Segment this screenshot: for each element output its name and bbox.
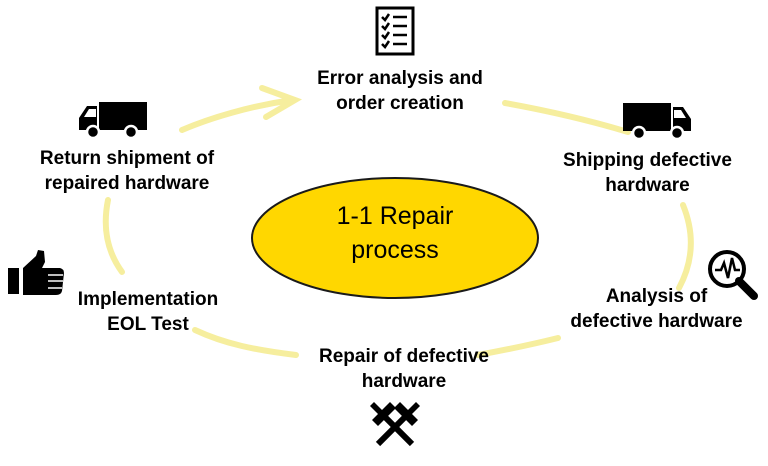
center-title-line2: process: [351, 236, 439, 264]
step-label-line2: hardware: [361, 371, 447, 392]
step-label-line1: Analysis of: [605, 286, 708, 307]
arc-bottom-left: [192, 327, 299, 358]
hammers-icon: [370, 402, 420, 447]
magnifier-pulse-icon: [708, 250, 758, 300]
step-return-shipment: Return shipment of repaired hardware: [18, 146, 236, 196]
step-label-line2: hardware: [605, 175, 690, 196]
arc-top-right: [502, 100, 631, 135]
step-label-line2: defective hardware: [570, 311, 743, 332]
step-repair-defective: Repair of defective hardware: [292, 344, 516, 394]
truck-icon: [623, 103, 691, 141]
step-label-line1: Repair of defective: [319, 346, 489, 367]
step-label-line2: repaired hardware: [44, 173, 210, 194]
checklist-icon: [375, 6, 415, 56]
step-error-analysis: Error analysis and order creation: [290, 66, 510, 116]
step-implementation-eol: Implementation EOL Test: [60, 287, 236, 337]
truck-icon: [79, 102, 147, 140]
arrowhead: [259, 85, 303, 120]
center-title-line1: 1-1 Repair: [336, 202, 454, 230]
step-label-line1: Implementation: [77, 289, 219, 310]
step-label-line1: Return shipment of: [39, 148, 215, 169]
arc-left: [102, 197, 125, 275]
step-label-line1: Error analysis and: [317, 68, 483, 89]
step-label-line2: order creation: [336, 93, 464, 114]
thumbs-up-icon: [8, 250, 64, 295]
step-label-line1: Shipping defective: [563, 150, 732, 171]
step-label-line2: EOL Test: [107, 314, 189, 335]
arc-top-left: [179, 97, 295, 133]
arc-right: [676, 202, 694, 291]
arc-bottom-right: [475, 335, 561, 358]
center-ellipse: [251, 177, 539, 299]
center-title: 1-1 Repair process: [250, 199, 540, 267]
step-analysis-defective: Analysis of defective hardware: [553, 284, 760, 334]
step-shipping-defective: Shipping defective hardware: [545, 148, 750, 198]
